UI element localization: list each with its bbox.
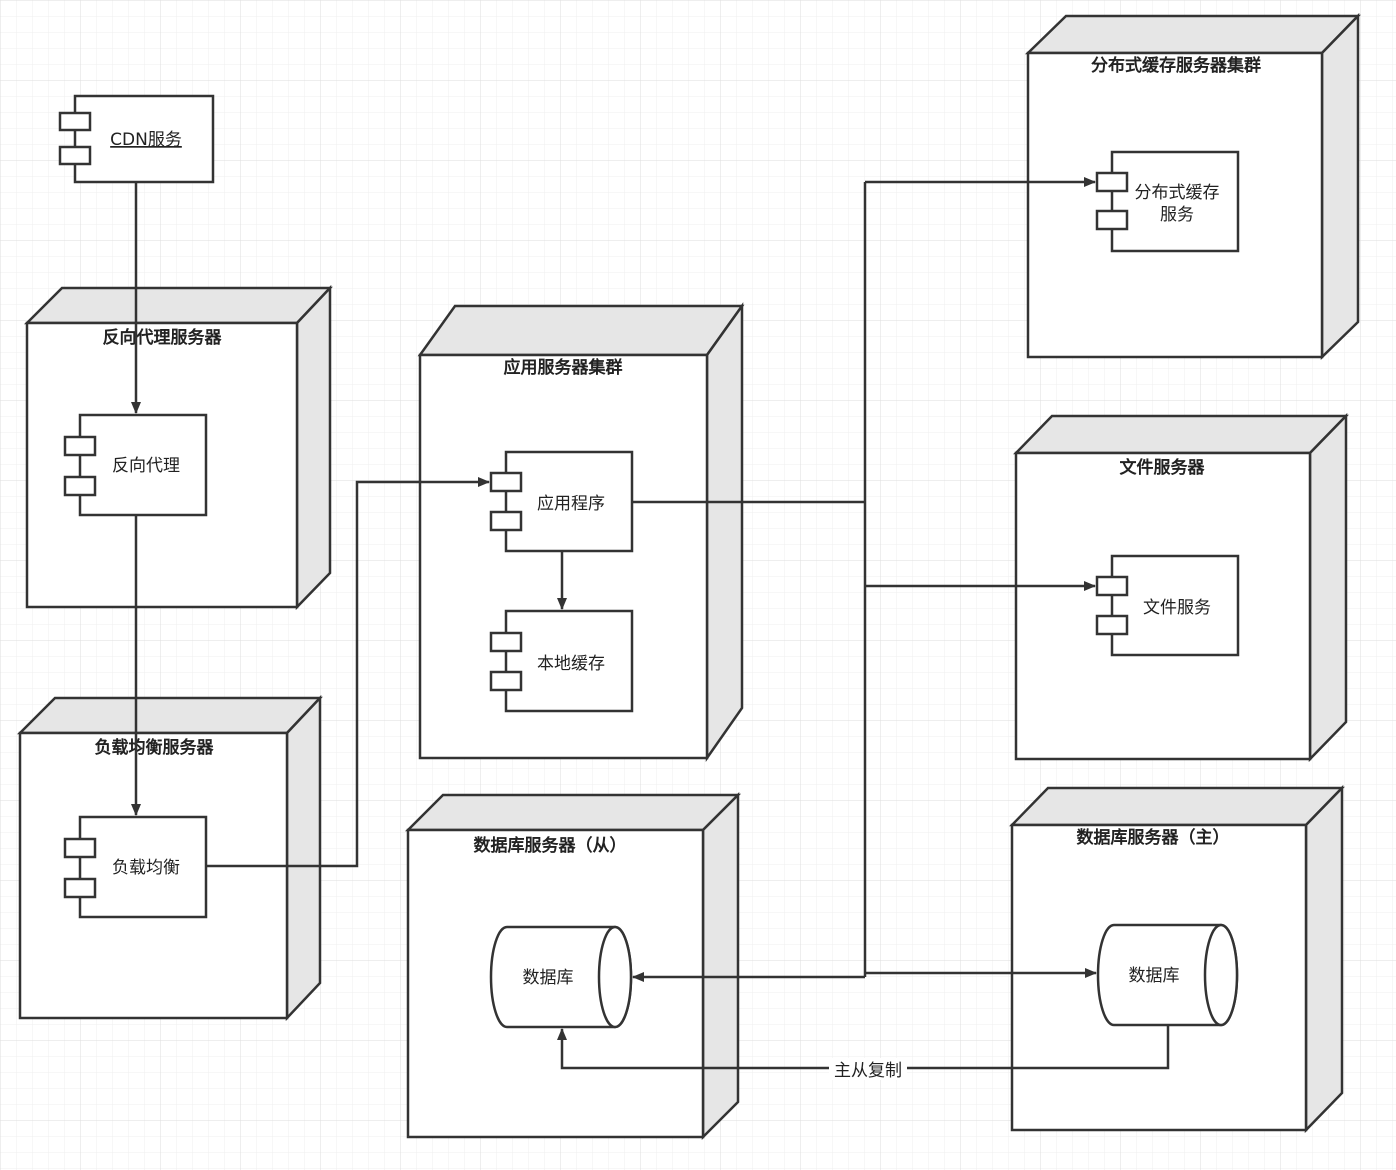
component-label-load-balancer: 负载均衡 <box>112 858 180 878</box>
database-label-slave: 数据库 <box>523 968 574 988</box>
replication-label: 主从复制 <box>829 1058 907 1081</box>
node-title-db-server-master: 数据库服务器（主） <box>1077 827 1230 848</box>
component-cdn[interactable]: CDN服务 <box>58 94 215 184</box>
component-local-cache[interactable]: 本地缓存 <box>489 609 634 713</box>
node-title-app-server-cluster: 应用服务器集群 <box>504 357 623 378</box>
component-label-local-cache: 本地缓存 <box>537 654 605 674</box>
component-label-reverse-proxy: 反向代理 <box>112 456 180 476</box>
component-file-service[interactable]: 文件服务 <box>1095 554 1240 657</box>
node-title-db-server-slave: 数据库服务器（从） <box>474 835 627 856</box>
database-label-master: 数据库 <box>1129 966 1180 986</box>
component-label-application: 应用程序 <box>537 494 605 514</box>
replication-label-text: 主从复制 <box>834 1061 902 1081</box>
component-label-file-service: 文件服务 <box>1143 598 1211 618</box>
node-title-file-server: 文件服务器 <box>1120 457 1206 478</box>
database-master[interactable]: 数据库 <box>1096 923 1239 1027</box>
database-slave[interactable]: 数据库 <box>489 925 633 1029</box>
component-label-distributed-cache-line1: 分布式缓存 <box>1135 183 1220 203</box>
component-label-cdn: CDN服务 <box>110 130 182 150</box>
component-application[interactable]: 应用程序 <box>489 450 634 553</box>
node-title-load-balancer-server: 负载均衡服务器 <box>95 737 215 758</box>
node-title-reverse-proxy-server: 反向代理服务器 <box>103 327 223 348</box>
node-cache-cluster[interactable]: 分布式缓存服务器集群 <box>1024 12 1361 360</box>
component-distributed-cache[interactable]: 分布式缓存 服务 <box>1095 150 1240 253</box>
edge-load-balancer-to-application[interactable] <box>206 477 490 868</box>
component-label-distributed-cache-line2: 服务 <box>1160 205 1194 225</box>
component-reverse-proxy[interactable]: 反向代理 <box>63 413 208 517</box>
node-title-cache-cluster: 分布式缓存服务器集群 <box>1091 55 1261 76</box>
node-db-server-slave[interactable]: 数据库服务器（从） <box>404 791 742 1141</box>
component-load-balancer[interactable]: 负载均衡 <box>63 815 208 919</box>
